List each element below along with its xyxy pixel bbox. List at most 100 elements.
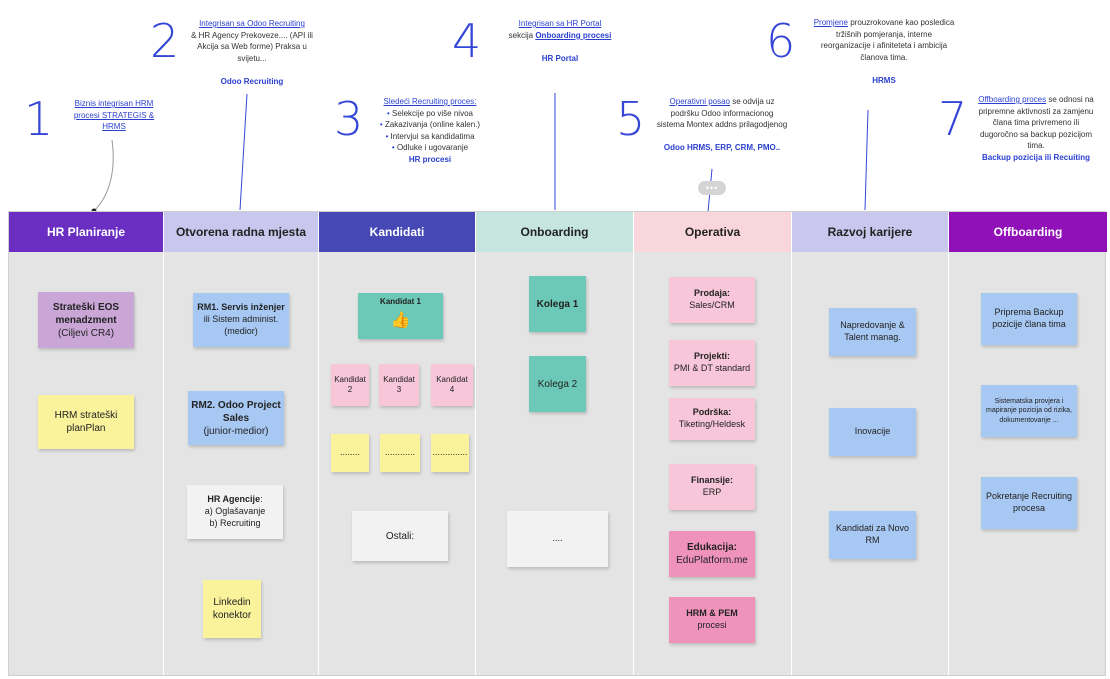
sticky-onboarding-dots[interactable]: .... bbox=[507, 511, 608, 567]
step-note-6: Promjene prouzrokovane kao posledica trž… bbox=[812, 17, 956, 87]
sticky-ostali[interactable]: Ostali: bbox=[352, 511, 448, 561]
step-note-3-list: Selekcije po više nivoa Zakazivanja (onl… bbox=[374, 108, 486, 154]
step-number-2: 2 bbox=[150, 14, 180, 68]
sticky-text: Kolega 1 bbox=[536, 298, 579, 310]
step-note-3-link[interactable]: Sledeći Recruiting proces: bbox=[383, 97, 477, 106]
sticky-text: ........ bbox=[339, 447, 360, 458]
sticky-sistematska-provjera[interactable]: Sistematska provjera i mapiranje pozicij… bbox=[981, 385, 1077, 437]
sticky-title: HRM & PEM bbox=[686, 608, 738, 619]
column-header[interactable]: Razvoj karijere bbox=[792, 212, 948, 252]
step-note-7-bold: Backup pozicija ili Recuiting bbox=[981, 152, 1091, 162]
sticky-strateski-eos[interactable]: Strateški EOS menadzment (Ciljevi CR4) bbox=[38, 292, 134, 348]
sticky-text: Sistematska provjera i mapiranje pozicij… bbox=[986, 398, 1072, 424]
step-note-3: Sledeći Recruiting proces: Selekcije po … bbox=[374, 96, 486, 166]
sticky-text: HRM strateški planPlan bbox=[54, 410, 118, 434]
sticky-dots-1[interactable]: ........ bbox=[331, 434, 369, 472]
sticky-sub: EduPlatform.me bbox=[676, 555, 748, 566]
comment-bubble-icon[interactable]: ••• bbox=[698, 181, 726, 195]
column-header[interactable]: Otvorena radna mjesta bbox=[164, 212, 318, 252]
sticky-rm1[interactable]: RM1. Servis inženjer ili Sistem administ… bbox=[193, 293, 289, 347]
sticky-kandidat-4[interactable]: Kandidat 4 bbox=[431, 364, 473, 406]
step-note-7: Offboarding proces se odnosi na pripremn… bbox=[974, 94, 1098, 164]
sticky-inovacije[interactable]: Inovacije bbox=[829, 408, 916, 456]
step-note-4-link2[interactable]: Onboarding procesi bbox=[535, 30, 612, 40]
sticky-sub: PMI & DT standard bbox=[673, 363, 751, 373]
step-note-2: Integrisan sa Odoo Recruiting & HR Agenc… bbox=[188, 18, 316, 88]
sticky-text: Napredovanje & Talent manag. bbox=[840, 320, 905, 342]
column-onboarding: Onboarding bbox=[476, 212, 634, 675]
column-header[interactable]: Onboarding bbox=[476, 212, 633, 252]
sticky-hrm-pem[interactable]: HRM & PEM procesi bbox=[669, 597, 755, 643]
step-note-3-bold: HR procesi bbox=[408, 154, 452, 164]
sticky-text: Kandidat 4 bbox=[436, 374, 468, 394]
step-note-3-item: Odluke i ugovaranje bbox=[374, 142, 486, 154]
step-note-6-link[interactable]: Promjene bbox=[813, 18, 848, 27]
sticky-text: ............ bbox=[384, 447, 415, 458]
sticky-title: Strateški EOS menadzment bbox=[52, 301, 120, 326]
sticky-kandidat-2[interactable]: Kandidat 2 bbox=[331, 364, 369, 406]
sticky-linkedin[interactable]: Linkedin konektor bbox=[203, 580, 261, 638]
sticky-title: Kandidat 1 bbox=[380, 297, 421, 306]
sticky-rm2[interactable]: RM2. Odoo Project Sales (junior-medior) bbox=[188, 391, 284, 445]
step-note-2-text: & HR Agency Prekoveze.... (API ili Akcij… bbox=[191, 30, 313, 63]
sticky-dots-3[interactable]: .............. bbox=[431, 434, 469, 472]
sticky-title: Edukacija: bbox=[686, 542, 738, 553]
sticky-kolega-1[interactable]: Kolega 1 bbox=[529, 276, 586, 332]
step-note-2-bold: Odoo Recruiting bbox=[220, 76, 284, 86]
sticky-sub: (junior-medior) bbox=[203, 425, 269, 437]
step-note-2-link[interactable]: Integrisan sa Odoo Recruiting bbox=[199, 19, 305, 28]
sticky-hr-agencije[interactable]: HR Agencije: a) Oglašavanje b) Recruitin… bbox=[187, 485, 283, 539]
column-kandidati: Kandidati bbox=[319, 212, 476, 675]
sticky-sub: ERP bbox=[702, 487, 722, 497]
connector-step-2 bbox=[239, 93, 248, 211]
column-otvorena-radna-mjesta: Otvorena radna mjesta bbox=[164, 212, 319, 675]
sticky-edukacija[interactable]: Edukacija: EduPlatform.me bbox=[669, 531, 755, 577]
sticky-title: RM2. Odoo Project Sales bbox=[191, 399, 281, 424]
step-note-7-text: se odnosi na pripremne aktivnosti za zam… bbox=[978, 95, 1094, 151]
sticky-text: Inovacije bbox=[854, 426, 891, 437]
sticky-dots-2[interactable]: ............ bbox=[380, 434, 420, 472]
sticky-line: b) Recruiting bbox=[209, 517, 261, 528]
sticky-pokretanje-recruiting[interactable]: Pokretanje Recruiting procesa bbox=[981, 477, 1077, 529]
sticky-kandidat-1[interactable]: Kandidat 1 👍 bbox=[358, 293, 443, 339]
column-header[interactable]: Operativa bbox=[634, 212, 791, 252]
column-header[interactable]: HR Planiranje bbox=[9, 212, 163, 252]
step-note-4-link[interactable]: Integrisan sa HR Portal bbox=[518, 19, 602, 28]
step-note-3-item: Zakazivanja (online kalen.) bbox=[374, 119, 486, 131]
sticky-podrska[interactable]: Podrška: Tiketing/Heldesk bbox=[669, 398, 755, 440]
sticky-priprema-backup[interactable]: Priprema Backup pozicije člana tima bbox=[981, 293, 1077, 345]
sticky-kandidati-novo-rm[interactable]: Kandidati za Novo RM bbox=[829, 511, 916, 559]
thumbs-up-icon: 👍 bbox=[390, 312, 411, 330]
sticky-sub: (Ciljevi CR4) bbox=[57, 327, 115, 339]
step-note-6-bold: HRMS bbox=[872, 75, 896, 85]
sticky-title: HR Agencije: bbox=[207, 494, 262, 506]
step-number-4: 4 bbox=[452, 14, 482, 68]
sticky-title: Prodaja: bbox=[693, 288, 730, 299]
sticky-text: Kandidat 2 bbox=[334, 374, 366, 394]
step-number-5: 5 bbox=[616, 92, 646, 146]
column-header[interactable]: Kandidati bbox=[319, 212, 475, 252]
sticky-finansije[interactable]: Finansije: ERP bbox=[669, 464, 755, 510]
sticky-hrm-plan[interactable]: HRM strateški planPlan bbox=[38, 395, 134, 449]
step-note-1-link[interactable]: Biznis integrisan HRM procesi STRATEGIS … bbox=[73, 99, 155, 132]
step-number-6: 6 bbox=[766, 14, 796, 68]
sticky-text: .... bbox=[552, 533, 563, 544]
step-note-5-bold: Odoo HRMS, ERP, CRM, PMO.. bbox=[663, 143, 781, 153]
sticky-line: a) Oglašavanje bbox=[204, 506, 266, 517]
step-note-7-link[interactable]: Offboarding proces bbox=[978, 95, 1047, 104]
column-header[interactable]: Offboarding bbox=[949, 212, 1107, 252]
column-operativa: Operativa bbox=[634, 212, 792, 675]
sticky-napredovanje[interactable]: Napredovanje & Talent manag. bbox=[829, 308, 916, 356]
sticky-projekti[interactable]: Projekti: PMI & DT standard bbox=[669, 340, 755, 386]
sticky-kolega-2[interactable]: Kolega 2 bbox=[529, 356, 586, 412]
connector-step-6 bbox=[864, 109, 869, 211]
step-note-5-link[interactable]: Operativni posao bbox=[669, 97, 730, 106]
sticky-title-colon: : bbox=[260, 494, 263, 505]
sticky-kandidat-3[interactable]: Kandidat 3 bbox=[379, 364, 419, 406]
sticky-prodaja[interactable]: Prodaja: Sales/CRM bbox=[669, 277, 755, 323]
step-number-3: 3 bbox=[334, 92, 364, 146]
sticky-title: Podrška: bbox=[692, 407, 732, 418]
step-note-3-item: Intervjui sa kandidatima bbox=[374, 131, 486, 143]
sticky-text: Ostali: bbox=[385, 530, 415, 542]
sticky-title: Finansije: bbox=[690, 475, 733, 486]
